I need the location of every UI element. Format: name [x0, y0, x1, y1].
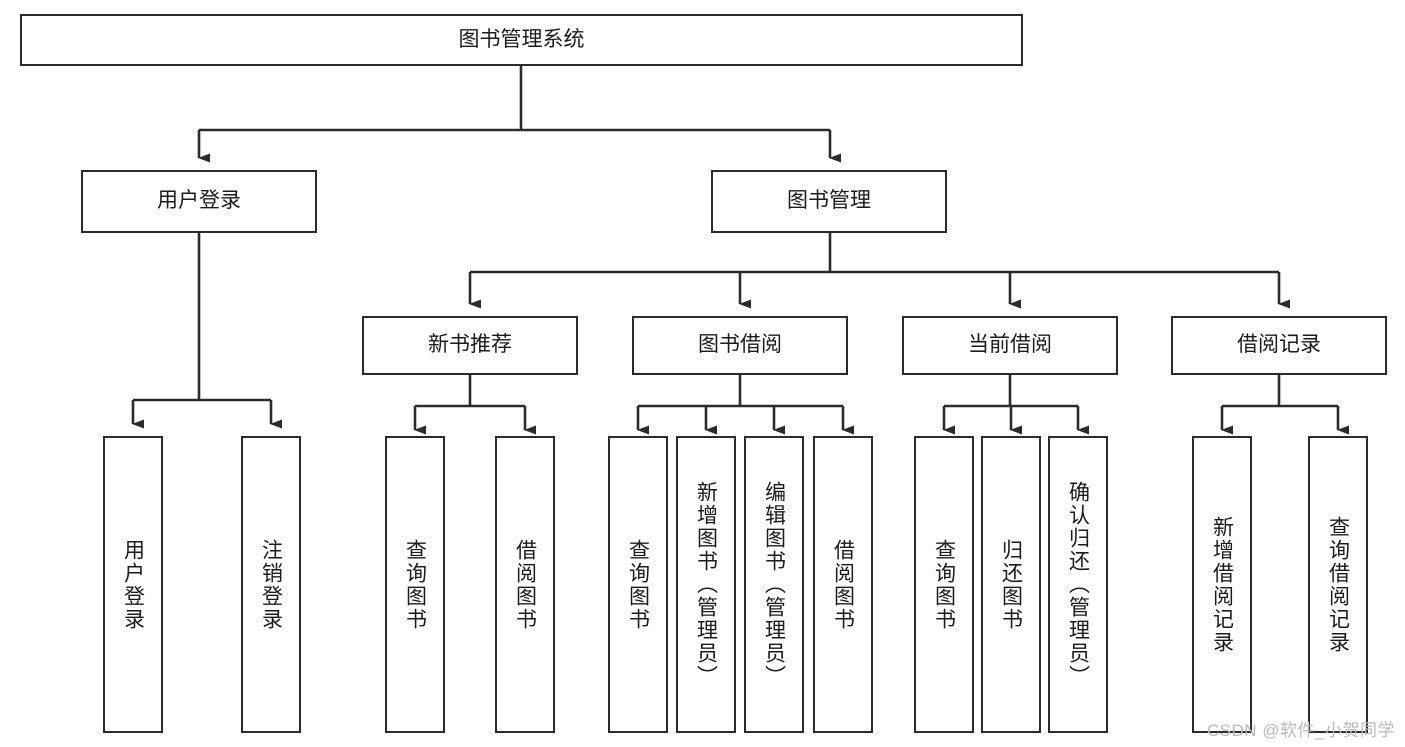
node-label: 新增图书（管理员） — [694, 481, 718, 688]
node-label: 当前借阅 — [968, 333, 1052, 357]
node-leaf-query-book-1[interactable]: 查询图书 — [385, 436, 445, 733]
node-label: 用户登录 — [121, 538, 145, 631]
node-label: 查询图书 — [932, 538, 956, 631]
node-new-book-recommend[interactable]: 新书推荐 — [362, 316, 578, 375]
node-label: 新增借阅记录 — [1210, 515, 1234, 654]
node-label: 注销登录 — [259, 538, 283, 631]
node-label: 查询借阅记录 — [1326, 515, 1350, 654]
node-leaf-edit-book[interactable]: 编辑图书（管理员） — [744, 436, 804, 733]
node-leaf-borrow-book-1[interactable]: 借阅图书 — [495, 436, 555, 733]
node-leaf-query-book-2[interactable]: 查询图书 — [608, 436, 668, 733]
csdn-watermark: CSDN @软件_小贺同学 — [1206, 721, 1395, 740]
node-label: 确认归还（管理员） — [1066, 481, 1090, 688]
node-leaf-return-book[interactable]: 归还图书 — [981, 436, 1041, 733]
node-root-book-management-system[interactable]: 图书管理系统 — [20, 14, 1023, 66]
node-leaf-query-record[interactable]: 查询借阅记录 — [1308, 436, 1368, 733]
node-leaf-user-logout[interactable]: 注销登录 — [241, 436, 301, 733]
node-current-borrow[interactable]: 当前借阅 — [902, 316, 1118, 375]
node-leaf-query-book-3[interactable]: 查询图书 — [914, 436, 974, 733]
node-book-management[interactable]: 图书管理 — [711, 170, 947, 233]
node-book-borrow[interactable]: 图书借阅 — [632, 316, 848, 375]
node-leaf-user-login[interactable]: 用户登录 — [103, 436, 163, 733]
node-label: 图书管理 — [787, 189, 871, 213]
node-label: 查询图书 — [626, 538, 650, 631]
node-label: 编辑图书（管理员） — [762, 481, 786, 688]
node-leaf-confirm-return[interactable]: 确认归还（管理员） — [1048, 436, 1108, 733]
node-label: 图书借阅 — [698, 333, 782, 357]
node-leaf-add-record[interactable]: 新增借阅记录 — [1192, 436, 1252, 733]
node-leaf-borrow-book-2[interactable]: 借阅图书 — [813, 436, 873, 733]
node-user-login[interactable]: 用户登录 — [81, 170, 317, 233]
node-borrow-record[interactable]: 借阅记录 — [1171, 316, 1387, 375]
node-label: 查询图书 — [403, 538, 427, 631]
node-label: 用户登录 — [157, 189, 241, 213]
node-label: 借阅图书 — [513, 538, 537, 631]
node-label: 借阅图书 — [831, 538, 855, 631]
node-label: 新书推荐 — [428, 333, 512, 357]
node-label: 图书管理系统 — [458, 27, 585, 51]
node-leaf-add-book[interactable]: 新增图书（管理员） — [676, 436, 736, 733]
node-label: 借阅记录 — [1237, 333, 1321, 357]
node-label: 归还图书 — [999, 538, 1023, 631]
